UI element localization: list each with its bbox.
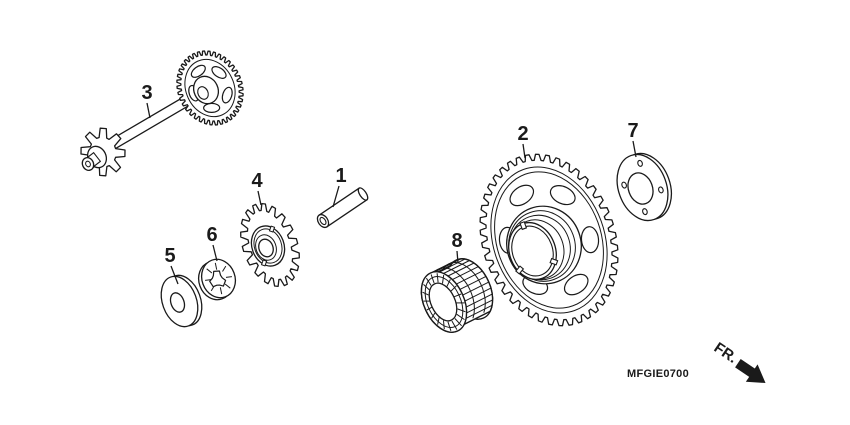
callout-8: 8	[451, 230, 463, 264]
part-8-needle-bearing	[420, 258, 494, 333]
callout-label-5: 5	[164, 245, 175, 267]
callout-4: 4	[251, 170, 263, 206]
callout-label-3: 3	[141, 82, 152, 104]
callout-leader-5	[170, 265, 179, 285]
callout-label-4: 4	[251, 170, 263, 192]
callout-label-2: 2	[517, 123, 528, 145]
callout-label-8: 8	[451, 230, 462, 252]
callout-label-1: 1	[335, 165, 346, 187]
callout-6: 6	[206, 224, 218, 262]
callout-3: 3	[141, 82, 153, 119]
part-4-gear	[240, 202, 300, 288]
part-6-spline-washer	[197, 258, 237, 301]
part-1-pin	[316, 187, 369, 229]
callout-1: 1	[332, 165, 347, 208]
part-2-driven-gear	[479, 153, 619, 327]
callout-label-7: 7	[627, 120, 638, 142]
callout-leader-6	[212, 244, 218, 262]
callout-leader-4	[257, 190, 262, 206]
callout-2: 2	[517, 123, 529, 159]
callout-leader-8	[456, 250, 459, 264]
callouts: 1 2 3 4 5 6 7 8	[141, 82, 639, 285]
callout-leader-7	[632, 140, 637, 158]
part-5-washer	[160, 274, 203, 328]
part-7-plate	[616, 152, 673, 222]
callout-leader-2	[522, 143, 526, 159]
callout-label-6: 6	[206, 224, 217, 246]
callout-7: 7	[627, 120, 639, 158]
callout-leader-3	[146, 102, 151, 119]
part-3-shaft-assembly	[80, 50, 244, 177]
callout-5: 5	[164, 245, 179, 285]
diagram-code: MFGIE0700	[627, 368, 689, 380]
callout-leader-1	[332, 185, 340, 208]
front-direction-arrow-icon	[735, 359, 766, 384]
